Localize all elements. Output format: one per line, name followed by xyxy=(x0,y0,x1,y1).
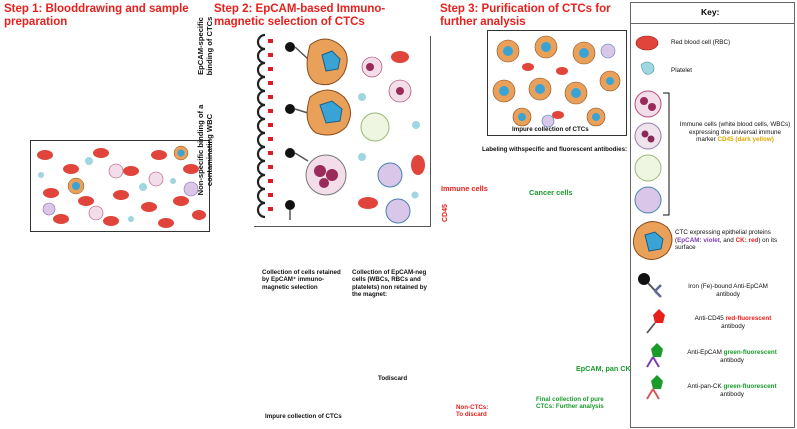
y-axis-label: CD45 xyxy=(442,204,449,222)
blood-sample-cells xyxy=(37,145,206,228)
step2-impure-label: Impure collection of CTCs xyxy=(265,413,342,420)
blood-sample-panel xyxy=(30,140,210,232)
magnetic-beads-and-cells xyxy=(256,33,425,224)
key-platelet-text: Platelet xyxy=(671,67,693,74)
key-panck-pre: Anti-pan-CK xyxy=(687,383,724,390)
key-ctc-part1: CTC expressing epithelial proteins ( xyxy=(675,229,771,244)
key-cd45-pre: Anti-CD45 xyxy=(694,315,726,322)
key-panck-post: antibody xyxy=(720,390,744,398)
step3-title: Step 3: Purification of CTCs for further… xyxy=(440,3,611,28)
key-panel: Key: Red blood cell (RBC) Platelet Immun… xyxy=(630,2,795,428)
key-epcam-green: green-fluorescent xyxy=(723,349,777,356)
final-collection-label: Final collection of pure CTCs: Further a… xyxy=(536,396,604,411)
step3-impure-panel xyxy=(487,30,627,136)
labeling-text: Labeling withspecific and fluorescent an… xyxy=(482,146,628,153)
key-title-divider xyxy=(631,23,794,24)
label-nonspecific-binding: Non-specific binding of a contaminating … xyxy=(196,104,214,196)
key-title: Key: xyxy=(701,7,720,17)
step1-title: Step 1: Blooddrawing and sample preparat… xyxy=(4,3,189,28)
key-immune-line1: Immune cells (white blood cells, WBCs) e… xyxy=(679,121,791,144)
collection-neg-text: Collection of EpCAM-neg cells (WBCs, RBC… xyxy=(352,269,427,299)
key-ctc-part3: ) on its surface xyxy=(675,236,778,252)
key-immune-text: Immune cells (white blood cells, WBCs) e… xyxy=(679,121,791,144)
x-axis-label: EpCAM, pan CK xyxy=(576,364,631,373)
key-ctc-text: CTC expressing epithelial proteins (EpCA… xyxy=(675,229,793,252)
non-ctcs-label: Non-CTCs: To discard xyxy=(456,404,489,419)
step3-impure-cells xyxy=(492,35,621,128)
step3-impure-label: Impure collection of CTCs xyxy=(512,126,589,133)
key-rbc-text: Red blood cell (RBC) xyxy=(671,39,731,46)
collection-retained-text: Collection of cells retained by EpCAM⁺ i… xyxy=(262,269,341,291)
key-epcam-ab-text: Anti-EpCAM green-fluorescent antibody xyxy=(671,349,793,364)
key-cd45-red: red-fluorescent xyxy=(725,315,772,322)
cancer-cells-label: Cancer cells xyxy=(529,188,573,197)
key-ctc-epcam: EpCAM: violet xyxy=(677,236,720,244)
key-epcam-post: antibody xyxy=(720,356,744,364)
key-cd45-post: antibody xyxy=(721,322,745,330)
key-cd45-ab-text: Anti-CD45 red-fluorescent antibody xyxy=(675,315,791,330)
key-ctc-part2: , and xyxy=(719,236,736,244)
key-ctc-ck: CK: red xyxy=(735,236,759,244)
immune-cells-label: Immune cells xyxy=(441,184,488,193)
key-epcam-pre: Anti-EpCAM xyxy=(687,349,724,356)
step2-discard-label: Todiscard xyxy=(378,375,408,382)
step2-title: Step 2: EpCAM-based Immuno-magnetic sele… xyxy=(214,3,386,28)
label-specific-binding: EpCAM-specific binding of CTCs xyxy=(196,16,214,76)
key-icons xyxy=(633,35,673,400)
key-immune-cd45: CD45 (dark yellow) xyxy=(717,136,774,144)
key-panck-green: green-fluorescent xyxy=(723,383,777,390)
key-iron-ab-text: Iron (Fe)-bound Anti-EpCAM antibody xyxy=(688,283,768,298)
key-panck-ab-text: Anti-pan-CK green-fluorescent antibody xyxy=(671,383,793,398)
magnetic-column-panel xyxy=(254,36,431,227)
